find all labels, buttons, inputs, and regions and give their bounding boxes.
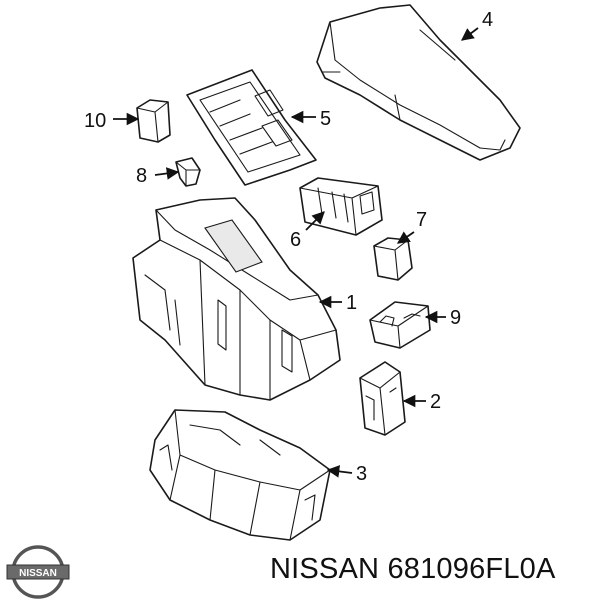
callout-6: 6: [290, 229, 301, 251]
callout-7: 7: [416, 209, 427, 231]
callout-10: 10: [84, 110, 106, 132]
leader-3: [326, 465, 353, 478]
part-5-tray: [186, 69, 317, 186]
brand-name: NISSAN: [270, 553, 380, 585]
callout-2: 2: [430, 391, 441, 413]
part-1-box: [132, 197, 341, 401]
part-8-fuse: [175, 157, 201, 187]
callout-5: 5: [320, 108, 331, 130]
nissan-logo: NISSAN: [6, 545, 70, 599]
part-label: NISSAN 681096FL0A: [270, 553, 556, 586]
leader-6: [305, 211, 325, 231]
leader-4: [460, 27, 479, 41]
part-7-relay: [373, 237, 413, 281]
callout-1: 1: [346, 292, 357, 314]
part-10-relay: [136, 99, 171, 143]
callout-8: 8: [136, 165, 147, 187]
leader-8: [154, 167, 180, 180]
part-4-cover: [316, 4, 521, 161]
callout-3: 3: [356, 463, 367, 485]
part-2-bracket: [359, 361, 406, 436]
part-number: 681096FL0A: [387, 553, 556, 585]
logo-wordmark: NISSAN: [19, 568, 57, 579]
leader-7: [396, 231, 415, 244]
part-6-block: [299, 177, 383, 236]
callout-4: 4: [482, 9, 493, 31]
part-3-housing: [149, 409, 331, 541]
callout-9: 9: [450, 307, 461, 329]
part-9-connector: [369, 301, 431, 349]
